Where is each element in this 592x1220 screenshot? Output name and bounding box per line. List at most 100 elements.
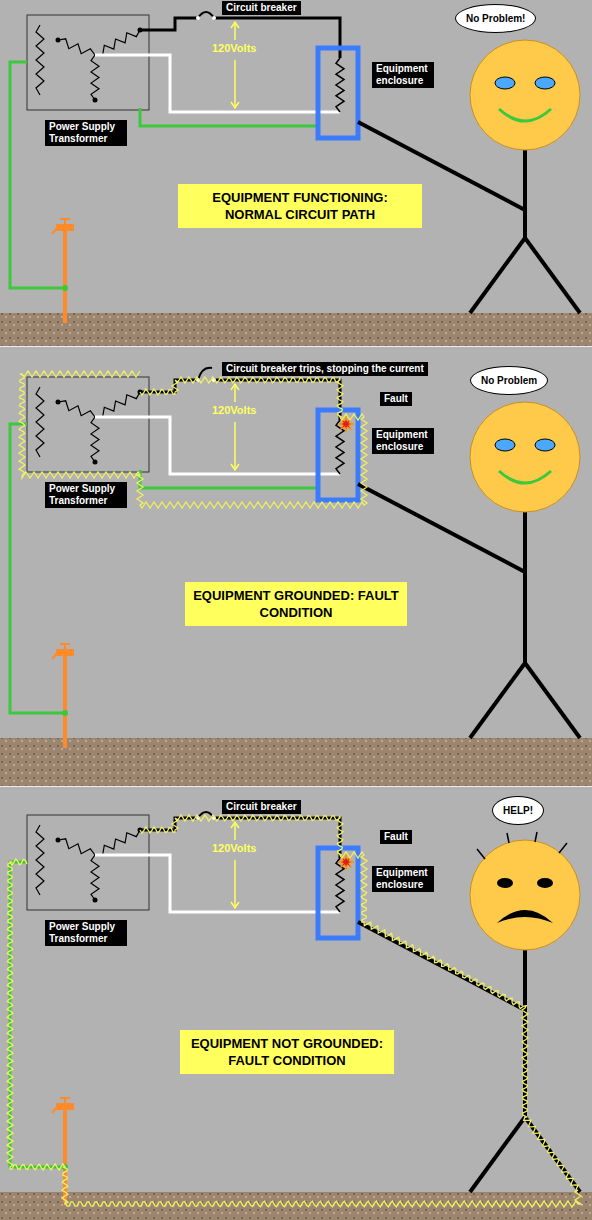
neutral-wire <box>95 855 340 912</box>
label-text: EQUIPMENT NOT GROUNDED: FAULT CONDITION <box>186 1035 388 1069</box>
voltage-label: 120Volts <box>210 42 258 54</box>
callout-label: Fault <box>380 830 412 844</box>
voltage-arrow <box>234 386 236 402</box>
eye <box>535 77 555 89</box>
head <box>470 402 580 512</box>
panel <box>0 368 592 786</box>
hair <box>477 849 485 859</box>
leg <box>525 238 580 313</box>
breaker-contact <box>212 16 216 20</box>
transformer-box <box>27 377 149 472</box>
voltage-arrow <box>234 422 236 468</box>
label-text: Power Supply Transformer <box>49 121 123 145</box>
hair <box>559 843 567 853</box>
grounding-conductor <box>10 62 65 288</box>
voltage-arrow <box>234 24 236 40</box>
secondary-coil <box>95 392 140 417</box>
primary-coil <box>36 387 44 457</box>
leg <box>470 238 525 313</box>
label-text: Equipment enclosure <box>376 867 430 891</box>
leg <box>470 1117 525 1192</box>
label-text: No Problem <box>481 375 537 386</box>
caption-box: EQUIPMENT GROUNDED: FAULT CONDITION <box>185 582 407 626</box>
label-text: Power Supply Transformer <box>49 921 123 945</box>
transformer-box <box>27 15 149 110</box>
current-path <box>7 815 581 1207</box>
callout-label: Equipment enclosure <box>372 866 434 892</box>
neutral-wire <box>95 417 340 474</box>
grounding-conductor <box>10 424 65 713</box>
eye <box>497 878 513 888</box>
secondary-coil <box>91 855 99 900</box>
body <box>523 150 527 238</box>
terminal <box>56 400 61 405</box>
eye <box>495 77 515 89</box>
secondary-coil <box>58 839 95 855</box>
faucet <box>52 644 73 659</box>
speech-bubble: No Problem <box>470 366 548 395</box>
secondary-coil <box>95 30 140 55</box>
ground <box>0 1192 592 1220</box>
label-text: HELP! <box>503 805 533 816</box>
callout-label: Circuit breaker trips, stopping the curr… <box>222 362 428 376</box>
callout-label: Equipment enclosure <box>372 62 434 88</box>
smile <box>499 109 551 121</box>
label-text: No Problem! <box>466 13 525 24</box>
label-text: Circuit breaker <box>226 2 297 14</box>
voltage-label: 120Volts <box>210 404 258 416</box>
secondary-coil <box>95 830 140 855</box>
caption-box: EQUIPMENT FUNCTIONING: NORMAL CIRCUIT PA… <box>178 184 422 228</box>
breaker-contact <box>196 16 200 20</box>
hair <box>535 832 537 842</box>
label-text: Circuit breaker <box>226 801 297 813</box>
secondary-coil <box>91 417 99 462</box>
callout-label: Circuit breaker <box>222 1 301 15</box>
smile <box>499 471 551 483</box>
primary-coil <box>36 825 44 895</box>
speech-bubble: No Problem! <box>455 4 536 33</box>
junction <box>62 710 68 716</box>
water-pipe <box>63 228 67 323</box>
faucet <box>52 219 73 234</box>
voltage-arrow <box>234 824 236 840</box>
speech-bubble: HELP! <box>492 796 544 825</box>
terminal <box>93 98 98 103</box>
arrowhead <box>231 22 239 108</box>
equipment-enclosure <box>318 48 358 138</box>
equipment-ground <box>140 108 318 126</box>
hot-wire <box>140 18 198 30</box>
junction <box>62 285 68 291</box>
voltage-arrow <box>234 60 236 106</box>
hair <box>507 833 509 843</box>
panel <box>0 812 592 1220</box>
faucet <box>52 1098 73 1113</box>
equipment-ground <box>140 470 318 488</box>
terminal <box>93 460 98 465</box>
ground <box>0 313 592 346</box>
caption-box: EQUIPMENT NOT GROUNDED: FAULT CONDITION <box>180 1030 394 1074</box>
eye <box>495 439 515 451</box>
label-text: Power Supply Transformer <box>49 483 123 507</box>
terminal <box>56 38 61 43</box>
label-text: Circuit breaker trips, stopping the curr… <box>226 363 424 375</box>
eye <box>535 439 555 451</box>
terminal <box>93 898 98 903</box>
label-text: Equipment enclosure <box>376 63 430 87</box>
label-text: EQUIPMENT FUNCTIONING: NORMAL CIRCUIT PA… <box>184 189 416 223</box>
callout-label: Power Supply Transformer <box>45 120 127 146</box>
secondary-coil <box>58 39 95 55</box>
label-text: EQUIPMENT GROUNDED: FAULT CONDITION <box>191 587 401 621</box>
leg <box>525 663 580 738</box>
callout-label: Power Supply Transformer <box>45 920 127 946</box>
callout-label: Power Supply Transformer <box>45 482 127 508</box>
label-text: Fault <box>384 831 408 843</box>
callout-label: Circuit breaker <box>222 800 301 814</box>
current-path <box>19 371 367 508</box>
voltage-label: 120Volts <box>210 842 258 854</box>
resistor-symbol <box>336 58 344 112</box>
head <box>470 40 580 150</box>
frown <box>497 910 553 923</box>
water-pipe <box>63 653 67 748</box>
secondary-coil <box>58 401 95 417</box>
equipment-enclosure <box>318 410 358 500</box>
